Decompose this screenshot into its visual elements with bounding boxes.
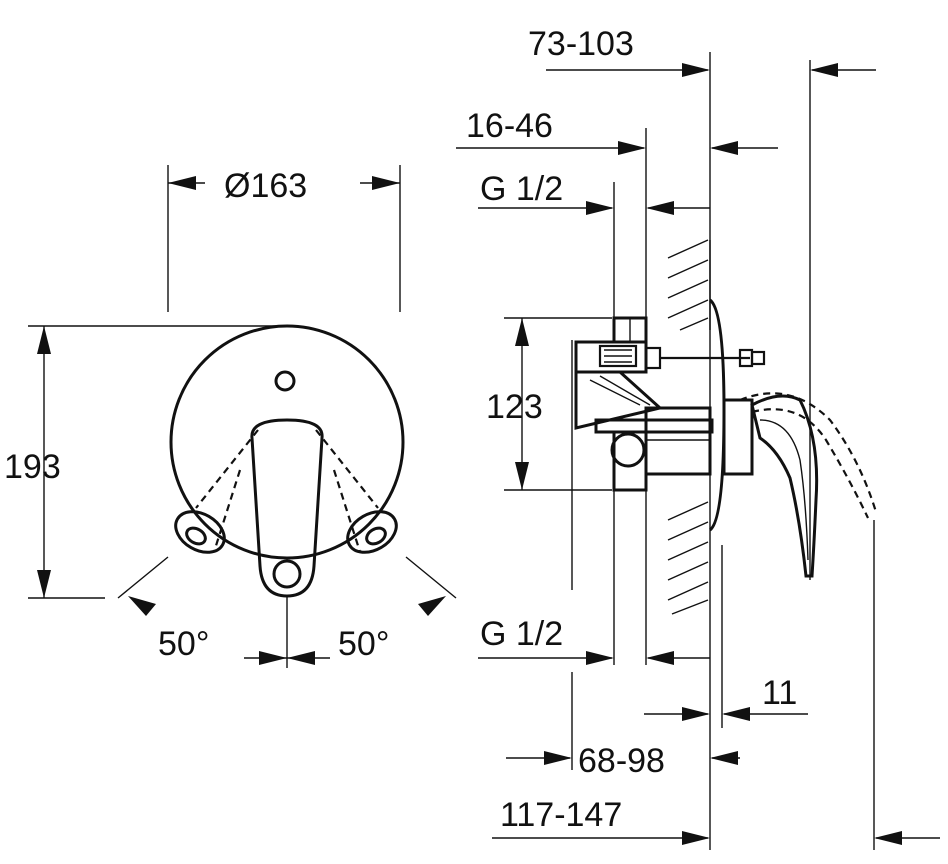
depth-mid-label: 16-46 — [466, 107, 553, 145]
rosette-profile — [708, 298, 726, 532]
arrow-73-103-right — [810, 63, 838, 77]
lever-left-position — [174, 510, 226, 554]
arrow-angle-right — [418, 596, 446, 616]
depth-top-label: 73-103 — [528, 25, 634, 63]
wall-section-bottom — [667, 501, 709, 615]
arrow-diameter-left — [168, 176, 196, 190]
overall-depth-label: 117-147 — [500, 796, 622, 834]
side-view: 73-103 16-46 G 1/2 — [456, 25, 940, 850]
arrow-height-top — [37, 326, 51, 354]
height-123-label: 123 — [486, 388, 543, 426]
rosette-hole — [274, 370, 296, 392]
lever-tip — [272, 559, 302, 589]
lever-profile — [722, 392, 878, 578]
arrow-diameter-right — [372, 176, 400, 190]
body-depth-label: 68-98 — [578, 742, 665, 780]
wall-section-top — [667, 239, 711, 331]
angle-left-label: 50° — [158, 625, 209, 663]
rosette-plate — [169, 324, 405, 560]
lever-right-position — [346, 510, 398, 554]
front-view: Ø163 193 50° — [4, 165, 457, 668]
arrow-angle-left — [128, 596, 156, 616]
angle-right-label: 50° — [338, 625, 389, 663]
diameter-label: Ø163 — [224, 167, 307, 205]
arrow-height-bottom — [37, 570, 51, 598]
thread-top-label: G 1/2 — [480, 170, 563, 208]
thread-bottom-label: G 1/2 — [480, 615, 563, 653]
arrow-73-103-left — [682, 63, 710, 77]
valve-body — [574, 316, 766, 492]
lever-handle — [250, 418, 324, 598]
height-label: 193 — [4, 448, 61, 486]
plate-thickness-label: 11 — [762, 674, 797, 712]
